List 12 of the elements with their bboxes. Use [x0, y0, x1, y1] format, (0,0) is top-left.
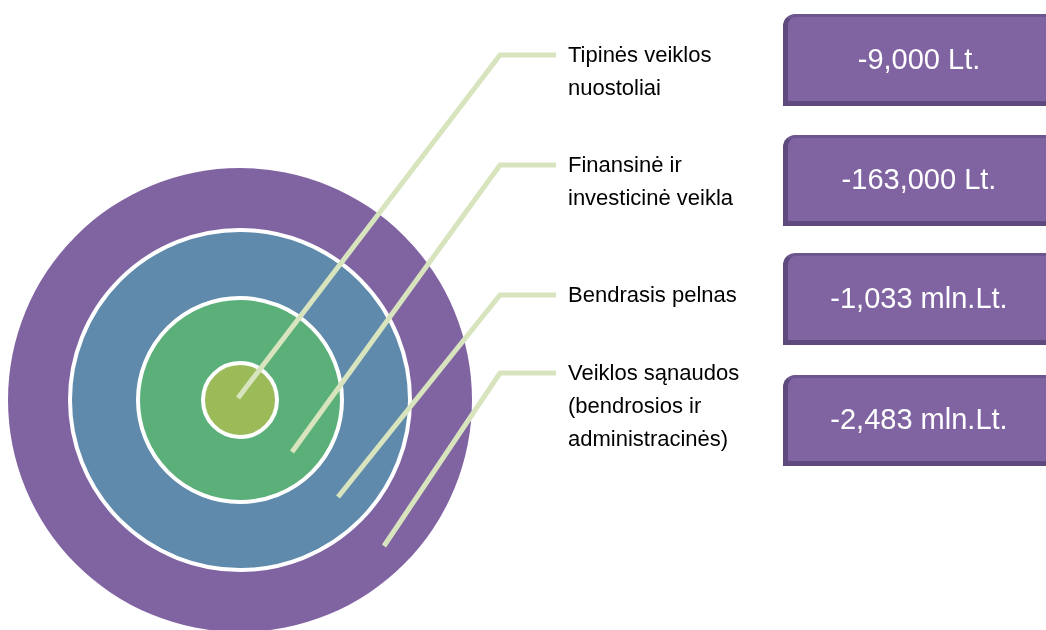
category-label: Finansinė ir investicinė veikla: [568, 148, 783, 218]
value-box: -2,483 mln.Lt.: [783, 375, 1046, 466]
leader-line: [236, 52, 556, 400]
value-box: -1,033 mln.Lt.: [783, 253, 1046, 345]
category-label: Bendrasis pelnas: [568, 278, 768, 314]
category-label: Tipinės veiklos nuostoliai: [568, 38, 768, 108]
leader-line: [381, 370, 556, 548]
category-label: Veiklos sąnaudos (bendrosios ir administracinės): [568, 356, 783, 460]
leader-line: [289, 162, 556, 454]
value-box: -163,000 Lt.: [783, 135, 1046, 226]
value-box: -9,000 Lt.: [783, 14, 1046, 106]
leader-line: [336, 292, 556, 499]
